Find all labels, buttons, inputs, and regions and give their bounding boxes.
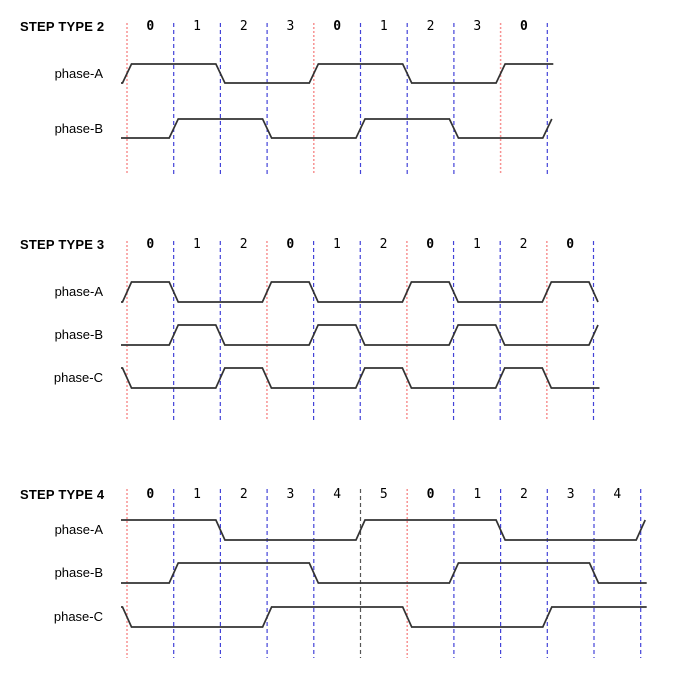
- step-number: 2: [520, 487, 528, 502]
- step-number: 3: [473, 19, 482, 34]
- step-number: 2: [426, 19, 435, 34]
- step-number: 4: [333, 487, 342, 502]
- step-number: 0: [426, 487, 435, 502]
- step-number: 5: [379, 487, 388, 502]
- step-number: 0: [520, 19, 528, 34]
- step-number: 0: [146, 237, 155, 252]
- phase-label-step-type-3-2: phase-C: [53, 370, 103, 385]
- step-number: 1: [472, 237, 481, 252]
- step-number: 3: [286, 487, 295, 502]
- section-title-step-type-4: STEP TYPE 4: [20, 487, 105, 502]
- step-number: 0: [286, 237, 295, 252]
- step-number: 4: [613, 487, 622, 502]
- waveform-step-type-4-phase-0: [121, 519, 646, 541]
- step-number: 1: [379, 19, 388, 34]
- step-number: 1: [473, 487, 482, 502]
- step-number: 1: [193, 487, 201, 502]
- phase-label-step-type-2-1: phase-B: [54, 120, 103, 136]
- step-number: 0: [426, 237, 435, 252]
- waveform-step-type-3-phase-0: [121, 281, 599, 303]
- waveform-step-type-2-phase-0: [121, 63, 554, 84]
- phase-label-step-type-3-0: phase-A: [54, 284, 103, 299]
- step-number: 1: [333, 237, 341, 252]
- phase-label-step-type-2-0: phase-A: [54, 65, 103, 81]
- step-number: 0: [566, 237, 575, 252]
- step-number: 3: [286, 19, 295, 34]
- phase-label-step-type-4-2: phase-C: [53, 609, 103, 624]
- section-title-step-type-3: STEP TYPE 3: [20, 237, 105, 252]
- step-number: 0: [146, 487, 155, 502]
- waveform-step-type-2-phase-1: [121, 118, 553, 139]
- phase-label-step-type-4-0: phase-A: [54, 522, 103, 537]
- waveform-step-type-4-phase-1: [121, 562, 647, 584]
- phase-label-step-type-4-1: phase-B: [54, 565, 103, 580]
- step-number: 0: [146, 19, 155, 34]
- waveform-step-type-4-phase-2: [121, 606, 647, 628]
- phase-label-step-type-3-1: phase-B: [54, 327, 103, 342]
- step-number: 2: [519, 237, 528, 252]
- step-number: 2: [239, 237, 248, 252]
- step-number: 2: [239, 487, 248, 502]
- step-number: 1: [193, 237, 201, 252]
- waveform-step-type-3-phase-2: [121, 367, 600, 389]
- step-number: 1: [193, 19, 201, 34]
- section-title-step-type-2: STEP TYPE 2: [20, 19, 105, 34]
- step-number: 2: [239, 19, 248, 34]
- step-number: 0: [333, 19, 342, 34]
- step-number: 3: [566, 487, 575, 502]
- waveform-step-type-3-phase-1: [121, 324, 599, 346]
- step-number: 2: [379, 237, 388, 252]
